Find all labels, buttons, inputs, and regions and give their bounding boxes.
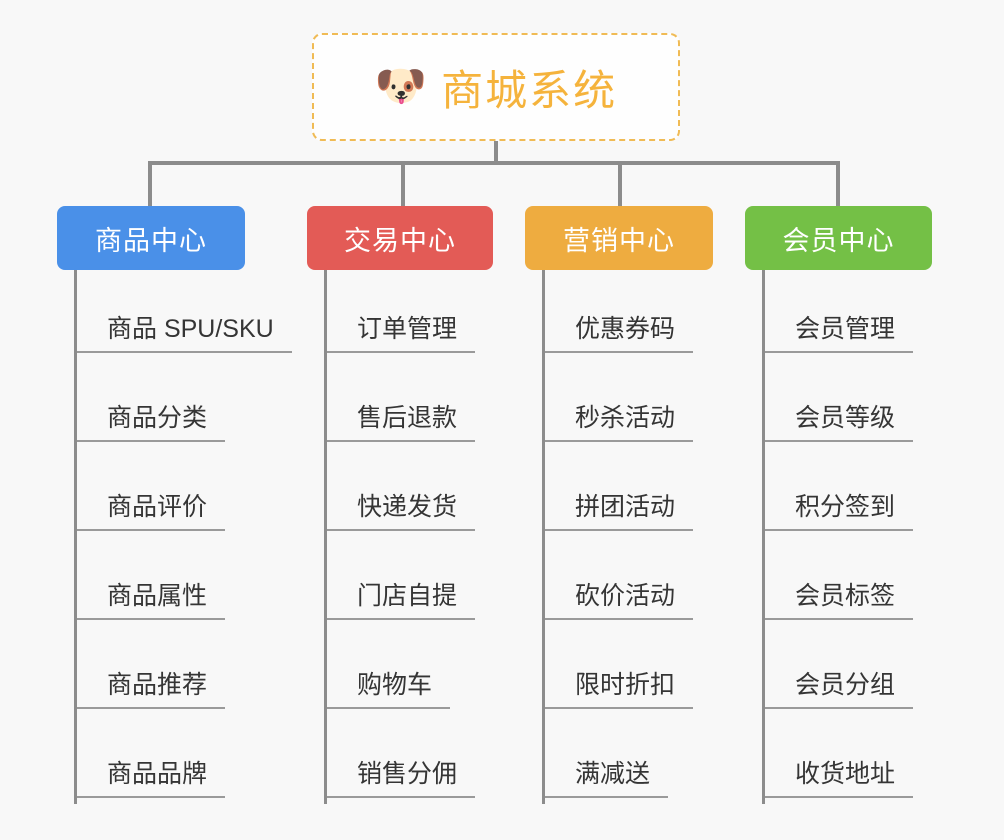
list-item[interactable]: 会员标签 <box>765 537 932 626</box>
list-item[interactable]: 订单管理 <box>327 270 493 359</box>
list-item[interactable]: 限时折扣 <box>545 626 713 715</box>
list-item[interactable]: 商品推荐 <box>77 626 292 715</box>
leaf-label: 销售分佣 <box>327 754 476 798</box>
list-item[interactable]: 拼团活动 <box>545 448 713 537</box>
connector-root-stem <box>494 141 498 163</box>
leaf-label: 订单管理 <box>327 309 476 353</box>
shiba-dog-face-icon: 🐶 <box>374 62 428 109</box>
list-item[interactable]: 会员管理 <box>765 270 932 359</box>
leaf-label: 收货地址 <box>765 754 914 798</box>
leaf-label: 商品品牌 <box>77 754 226 798</box>
leaf-label: 商品属性 <box>77 576 226 620</box>
branch-product-center: 商品中心 商品 SPU/SKU 商品分类 商品评价 商品属性 商品推荐 商品品牌 <box>57 206 292 804</box>
list-item[interactable]: 商品评价 <box>77 448 292 537</box>
list-item[interactable]: 积分签到 <box>765 448 932 537</box>
list-item[interactable]: 销售分佣 <box>327 715 493 804</box>
leaf-list-trade-center: 订单管理 售后退款 快递发货 门店自提 购物车 销售分佣 <box>324 270 493 804</box>
connector-drop-2 <box>401 161 405 206</box>
leaf-list-marketing-center: 优惠券码 秒杀活动 拼团活动 砍价活动 限时折扣 满减送 <box>542 270 713 804</box>
branch-trade-center: 交易中心 订单管理 售后退款 快递发货 门店自提 购物车 销售分佣 <box>307 206 493 804</box>
leaf-label: 会员分组 <box>765 665 914 709</box>
list-item[interactable]: 快递发货 <box>327 448 493 537</box>
connector-drop-3 <box>618 161 622 206</box>
list-item[interactable]: 商品属性 <box>77 537 292 626</box>
list-item[interactable]: 购物车 <box>327 626 493 715</box>
list-item[interactable]: 会员分组 <box>765 626 932 715</box>
branch-member-center: 会员中心 会员管理 会员等级 积分签到 会员标签 会员分组 收货地址 <box>745 206 932 804</box>
list-item[interactable]: 满减送 <box>545 715 713 804</box>
leaf-label: 拼团活动 <box>545 487 694 531</box>
category-header-member-center[interactable]: 会员中心 <box>745 206 932 270</box>
list-item[interactable]: 砍价活动 <box>545 537 713 626</box>
list-item[interactable]: 会员等级 <box>765 359 932 448</box>
list-item[interactable]: 商品品牌 <box>77 715 292 804</box>
list-item[interactable]: 收货地址 <box>765 715 932 804</box>
root-node[interactable]: 🐶 商城系统 <box>312 33 680 141</box>
leaf-list-product-center: 商品 SPU/SKU 商品分类 商品评价 商品属性 商品推荐 商品品牌 <box>74 270 292 804</box>
category-header-product-center[interactable]: 商品中心 <box>57 206 245 270</box>
leaf-label: 商品推荐 <box>77 665 226 709</box>
leaf-label: 商品评价 <box>77 487 226 531</box>
leaf-label: 商品分类 <box>77 398 226 442</box>
leaf-label: 商品 SPU/SKU <box>77 309 292 353</box>
leaf-label: 优惠券码 <box>545 309 694 353</box>
category-header-trade-center[interactable]: 交易中心 <box>307 206 493 270</box>
list-item[interactable]: 门店自提 <box>327 537 493 626</box>
list-item[interactable]: 售后退款 <box>327 359 493 448</box>
leaf-label: 积分签到 <box>765 487 914 531</box>
leaf-label: 购物车 <box>327 665 451 709</box>
leaf-label: 售后退款 <box>327 398 476 442</box>
root-title: 商城系统 <box>441 66 618 114</box>
branch-marketing-center: 营销中心 优惠券码 秒杀活动 拼团活动 砍价活动 限时折扣 满减送 <box>525 206 713 804</box>
leaf-label: 会员等级 <box>765 398 914 442</box>
leaf-label: 秒杀活动 <box>545 398 694 442</box>
leaf-list-member-center: 会员管理 会员等级 积分签到 会员标签 会员分组 收货地址 <box>762 270 932 804</box>
list-item[interactable]: 优惠券码 <box>545 270 713 359</box>
connector-horizontal-bus <box>148 161 840 165</box>
list-item[interactable]: 商品分类 <box>77 359 292 448</box>
leaf-label: 会员标签 <box>765 576 914 620</box>
connector-drop-4 <box>836 161 840 206</box>
leaf-label: 满减送 <box>545 754 669 798</box>
leaf-label: 砍价活动 <box>545 576 694 620</box>
leaf-label: 门店自提 <box>327 576 476 620</box>
list-item[interactable]: 商品 SPU/SKU <box>77 270 292 359</box>
leaf-label: 会员管理 <box>765 309 914 353</box>
connector-drop-1 <box>148 161 152 206</box>
category-header-marketing-center[interactable]: 营销中心 <box>525 206 713 270</box>
leaf-label: 限时折扣 <box>545 665 694 709</box>
list-item[interactable]: 秒杀活动 <box>545 359 713 448</box>
leaf-label: 快递发货 <box>327 487 476 531</box>
